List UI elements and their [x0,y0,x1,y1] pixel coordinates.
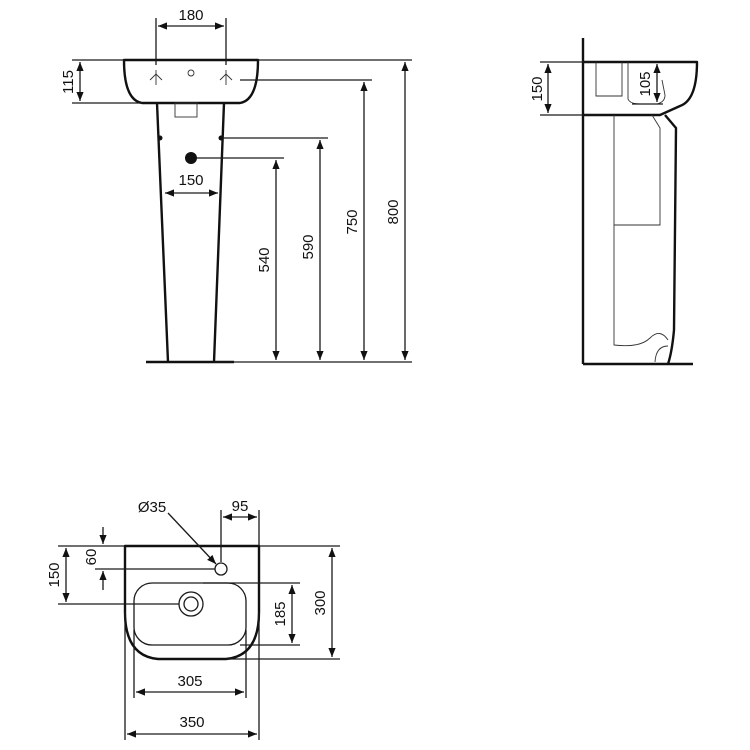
dim-tap-offset: 95 [232,498,249,515]
dim-rim-height: 750 [344,209,361,234]
front-overflow-hole [187,69,195,77]
front-view: 180 115 150 540 590 [60,7,412,364]
dim-350-group: 350 [124,612,260,740]
dim-tap-hole-depth: 60 [83,549,100,566]
top-view: Ø35 95 60 150 185 [46,498,340,740]
dim-pedestal-width: 150 [178,172,203,189]
front-tap-marker-right [219,70,233,85]
side-pedestal [664,114,678,365]
dim-tap-hole-diameter: Ø35 [138,499,166,516]
dim-150-side-group: 150 [529,61,600,116]
dim-waste-height: 540 [256,247,273,272]
dim-basin-depth: 300 [312,590,329,615]
side-basin-profile [583,60,699,117]
front-tap-marker-left [149,70,163,85]
side-pedestal-back [613,225,669,347]
top-waste-inner [183,596,199,612]
dim-115-group: 115 [60,59,142,104]
front-fixing-left [157,135,163,141]
dim-150-top-group: 150 [46,545,179,605]
dim-150-front-group: 150 [165,172,218,197]
top-tap-hole [214,562,228,576]
dim-projection-outer: 150 [529,76,546,101]
dim-inlet-height: 590 [300,234,317,259]
dim-95-group: 95 [220,498,260,562]
side-tap-recess [595,62,623,97]
dim-60-group: 60 [83,527,215,590]
dim-305-group: 305 [133,630,247,698]
front-trap [174,102,198,118]
top-bowl [133,582,247,646]
side-pedestal-inner [613,114,661,226]
dim-105-side-group: 105 [632,63,663,105]
dim-waste-depth: 150 [46,562,63,587]
side-pedestal-foot [654,345,669,363]
dim-300-group: 300 [226,545,340,660]
dim-540-group: 540 [256,160,280,360]
side-view: 150 105 [529,38,699,366]
dim-750-group: 750 [344,82,368,360]
dim-180-group: 180 [155,7,227,65]
front-pedestal [155,102,226,363]
dim-185-group: 185 [203,582,300,646]
front-water-inlet [185,152,197,164]
dim-800-group: 800 [385,61,409,360]
dim-basin-height: 115 [60,70,77,94]
dim-projection-inner: 105 [637,71,654,96]
dim-tap-spacing: 180 [178,7,203,24]
dim-tap-diameter-group: Ø35 [138,499,217,565]
dim-bowl-width: 305 [177,673,202,690]
dim-bowl-depth: 185 [272,601,289,626]
top-waste-outer [178,591,204,617]
dim-basin-width: 350 [179,714,204,731]
dim-590-group: 590 [300,140,324,360]
front-basin-outline [122,58,260,105]
dim-total-height: 800 [385,199,402,224]
